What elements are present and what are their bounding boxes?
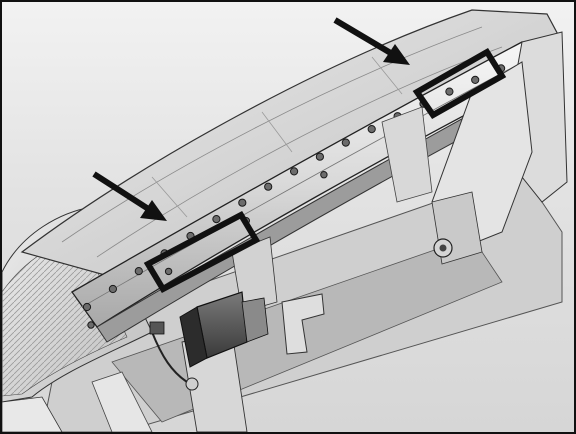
highlight-box-right <box>412 47 507 119</box>
bolt <box>238 198 247 207</box>
callout-right <box>333 17 507 119</box>
lower-brackets <box>181 236 325 432</box>
bolt <box>471 75 480 85</box>
bolt <box>315 152 324 161</box>
bolt <box>82 302 92 312</box>
arrow-right-head <box>383 44 410 65</box>
bolt <box>164 267 173 276</box>
bolt <box>87 321 95 329</box>
bolt <box>290 167 299 176</box>
bolt <box>341 138 350 147</box>
bolt <box>108 284 118 294</box>
arrow-right <box>333 17 396 58</box>
bolt <box>445 87 454 96</box>
bolt <box>212 215 221 224</box>
right-mount-bracket <box>381 31 568 265</box>
bolt <box>264 182 273 191</box>
arrow-left <box>92 171 152 213</box>
callout-left <box>92 171 261 293</box>
arrow-left-head <box>140 200 167 221</box>
bolt <box>320 171 328 179</box>
bolt <box>367 125 376 134</box>
highlight-box-left <box>143 211 261 293</box>
bolt <box>134 267 143 276</box>
sensor-unit <box>149 291 269 383</box>
